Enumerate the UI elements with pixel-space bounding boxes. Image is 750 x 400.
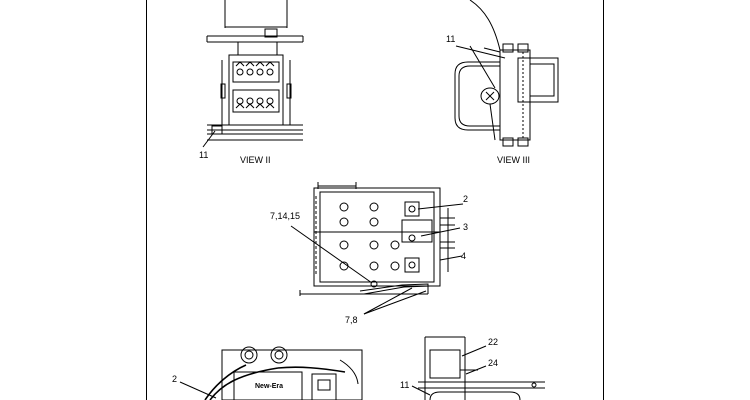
battery-logo-text: New-Era <box>255 383 284 390</box>
callout-4-middle: 4 <box>461 251 467 261</box>
bottom-left-view-drawing <box>179 346 363 400</box>
callout-11-view-iii: 11 <box>446 34 456 44</box>
left-frame-line <box>146 0 147 400</box>
view-iii-drawing <box>454 0 559 147</box>
view-iii-label: VIEW III <box>497 155 531 165</box>
callout-11-view-ii: 11 <box>199 150 209 160</box>
callout-3-middle: 3 <box>463 222 469 232</box>
callout-7-8-middle: 7,8 <box>345 315 358 325</box>
callout-2-middle: 2 <box>463 194 469 204</box>
callout-11-bottom-right: 11 <box>400 380 410 390</box>
right-frame-line <box>603 0 604 400</box>
callout-2-bottom-left: 2 <box>172 374 178 384</box>
bottom-right-view-drawing <box>411 336 545 400</box>
callout-22-bottom-right: 22 <box>488 337 499 347</box>
callout-7-14-15-middle: 7,14,15 <box>270 211 301 221</box>
callout-24-bottom-right: 24 <box>488 358 499 368</box>
view-ii-label: VIEW II <box>240 155 271 165</box>
view-ii-drawing <box>202 0 304 148</box>
middle-view-drawing <box>290 182 464 315</box>
